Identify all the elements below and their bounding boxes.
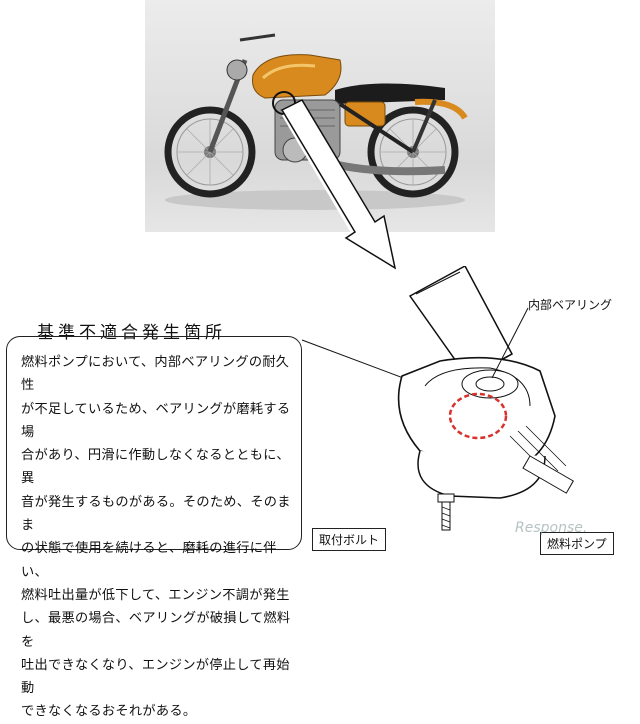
pointer-arrow — [280, 99, 463, 401]
description-box: 燃料ポンプにおいて、内部ベアリングの耐久性 が不足しているため、ベアリングが磨耗… — [6, 336, 302, 719]
fuel-pump-diagram — [397, 266, 574, 531]
inner-bearing-label: 内部ベアリング — [528, 298, 613, 312]
mount-bolt-label: 取付ボルト — [312, 528, 387, 551]
fuel-pump-label: 燃料ポンプ — [540, 532, 614, 555]
description-text: 燃料ポンプにおいて、内部ベアリングの耐久性 が不足しているため、ベアリングが磨耗… — [21, 355, 291, 720]
section-title: 基準不適合発生箇所 — [37, 323, 226, 343]
watermark: Response. — [515, 520, 588, 536]
